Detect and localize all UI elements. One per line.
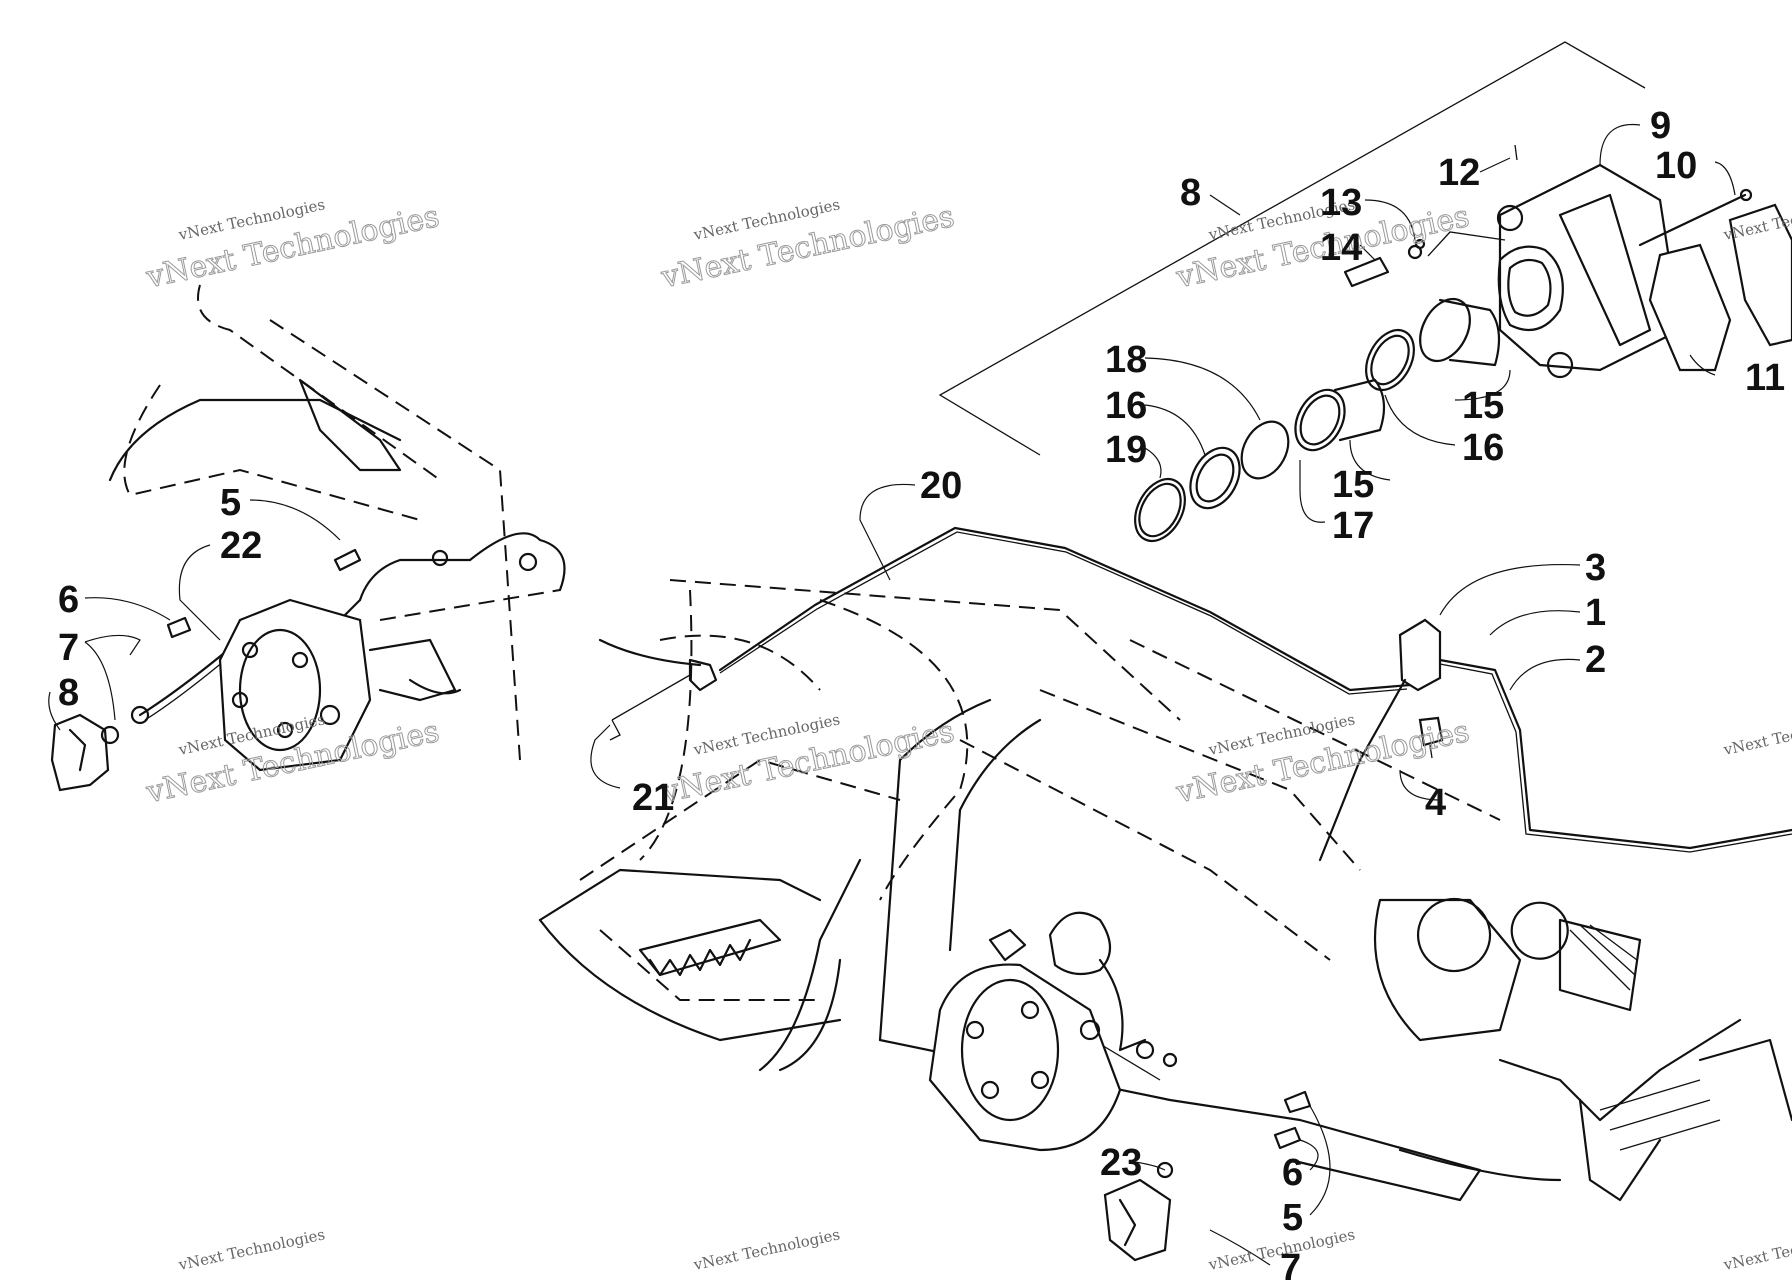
brake-lines xyxy=(328,526,1792,1081)
callout-16-right: 16 xyxy=(1462,427,1504,469)
callout-10: 10 xyxy=(1655,145,1697,187)
callout-19: 19 xyxy=(1105,429,1147,471)
caliper-assembly-bracket xyxy=(938,41,1646,456)
callout-15-center: 15 xyxy=(1332,464,1374,506)
callout-7-front: 7 xyxy=(1280,1247,1301,1280)
callout-6-rear: 6 xyxy=(58,579,79,621)
callout-13: 13 xyxy=(1320,182,1362,224)
callout-21: 21 xyxy=(632,777,674,819)
watermark-text: vNext Technologies xyxy=(691,1225,841,1274)
callout-5-front: 5 xyxy=(1282,1197,1303,1239)
callout-8-rear: 8 xyxy=(58,672,79,714)
vehicle-frame-outline xyxy=(108,284,1792,1202)
callout-14: 14 xyxy=(1320,227,1362,269)
callout-8-assembly: 8 xyxy=(1180,172,1201,214)
callout-3: 3 xyxy=(1585,547,1606,589)
leader-lines xyxy=(48,123,1736,1266)
callout-12: 12 xyxy=(1438,152,1480,194)
rear-caliper-assembly xyxy=(50,548,561,792)
callout-11: 11 xyxy=(1745,357,1785,399)
callout-17: 17 xyxy=(1332,505,1374,547)
callout-18: 18 xyxy=(1105,339,1147,381)
front-hub-assembly xyxy=(928,911,1312,1262)
caliper-assembly-exploded xyxy=(1134,144,1792,543)
watermark-text: vNext Technologies xyxy=(176,1225,326,1274)
callout-4: 4 xyxy=(1425,782,1446,824)
watermark-text: vNext Technologies xyxy=(1721,1225,1792,1274)
callout-labels: 1 2 3 4 5 5 6 6 7 7 8 8 9 10 11 12 13 14… xyxy=(58,105,1785,1280)
callout-20: 20 xyxy=(920,465,962,507)
watermark-text: vNext Technologies xyxy=(1721,710,1792,759)
callout-15-right: 15 xyxy=(1462,385,1504,427)
callout-5-rear: 5 xyxy=(220,482,241,524)
callout-9: 9 xyxy=(1650,105,1671,147)
callout-2: 2 xyxy=(1585,639,1606,681)
callout-22: 22 xyxy=(220,525,262,567)
callout-1: 1 xyxy=(1585,592,1606,634)
callout-6-front: 6 xyxy=(1282,1152,1303,1194)
callout-23: 23 xyxy=(1100,1142,1142,1184)
callout-16-left: 16 xyxy=(1105,385,1147,427)
callout-7-rear: 7 xyxy=(58,627,79,669)
